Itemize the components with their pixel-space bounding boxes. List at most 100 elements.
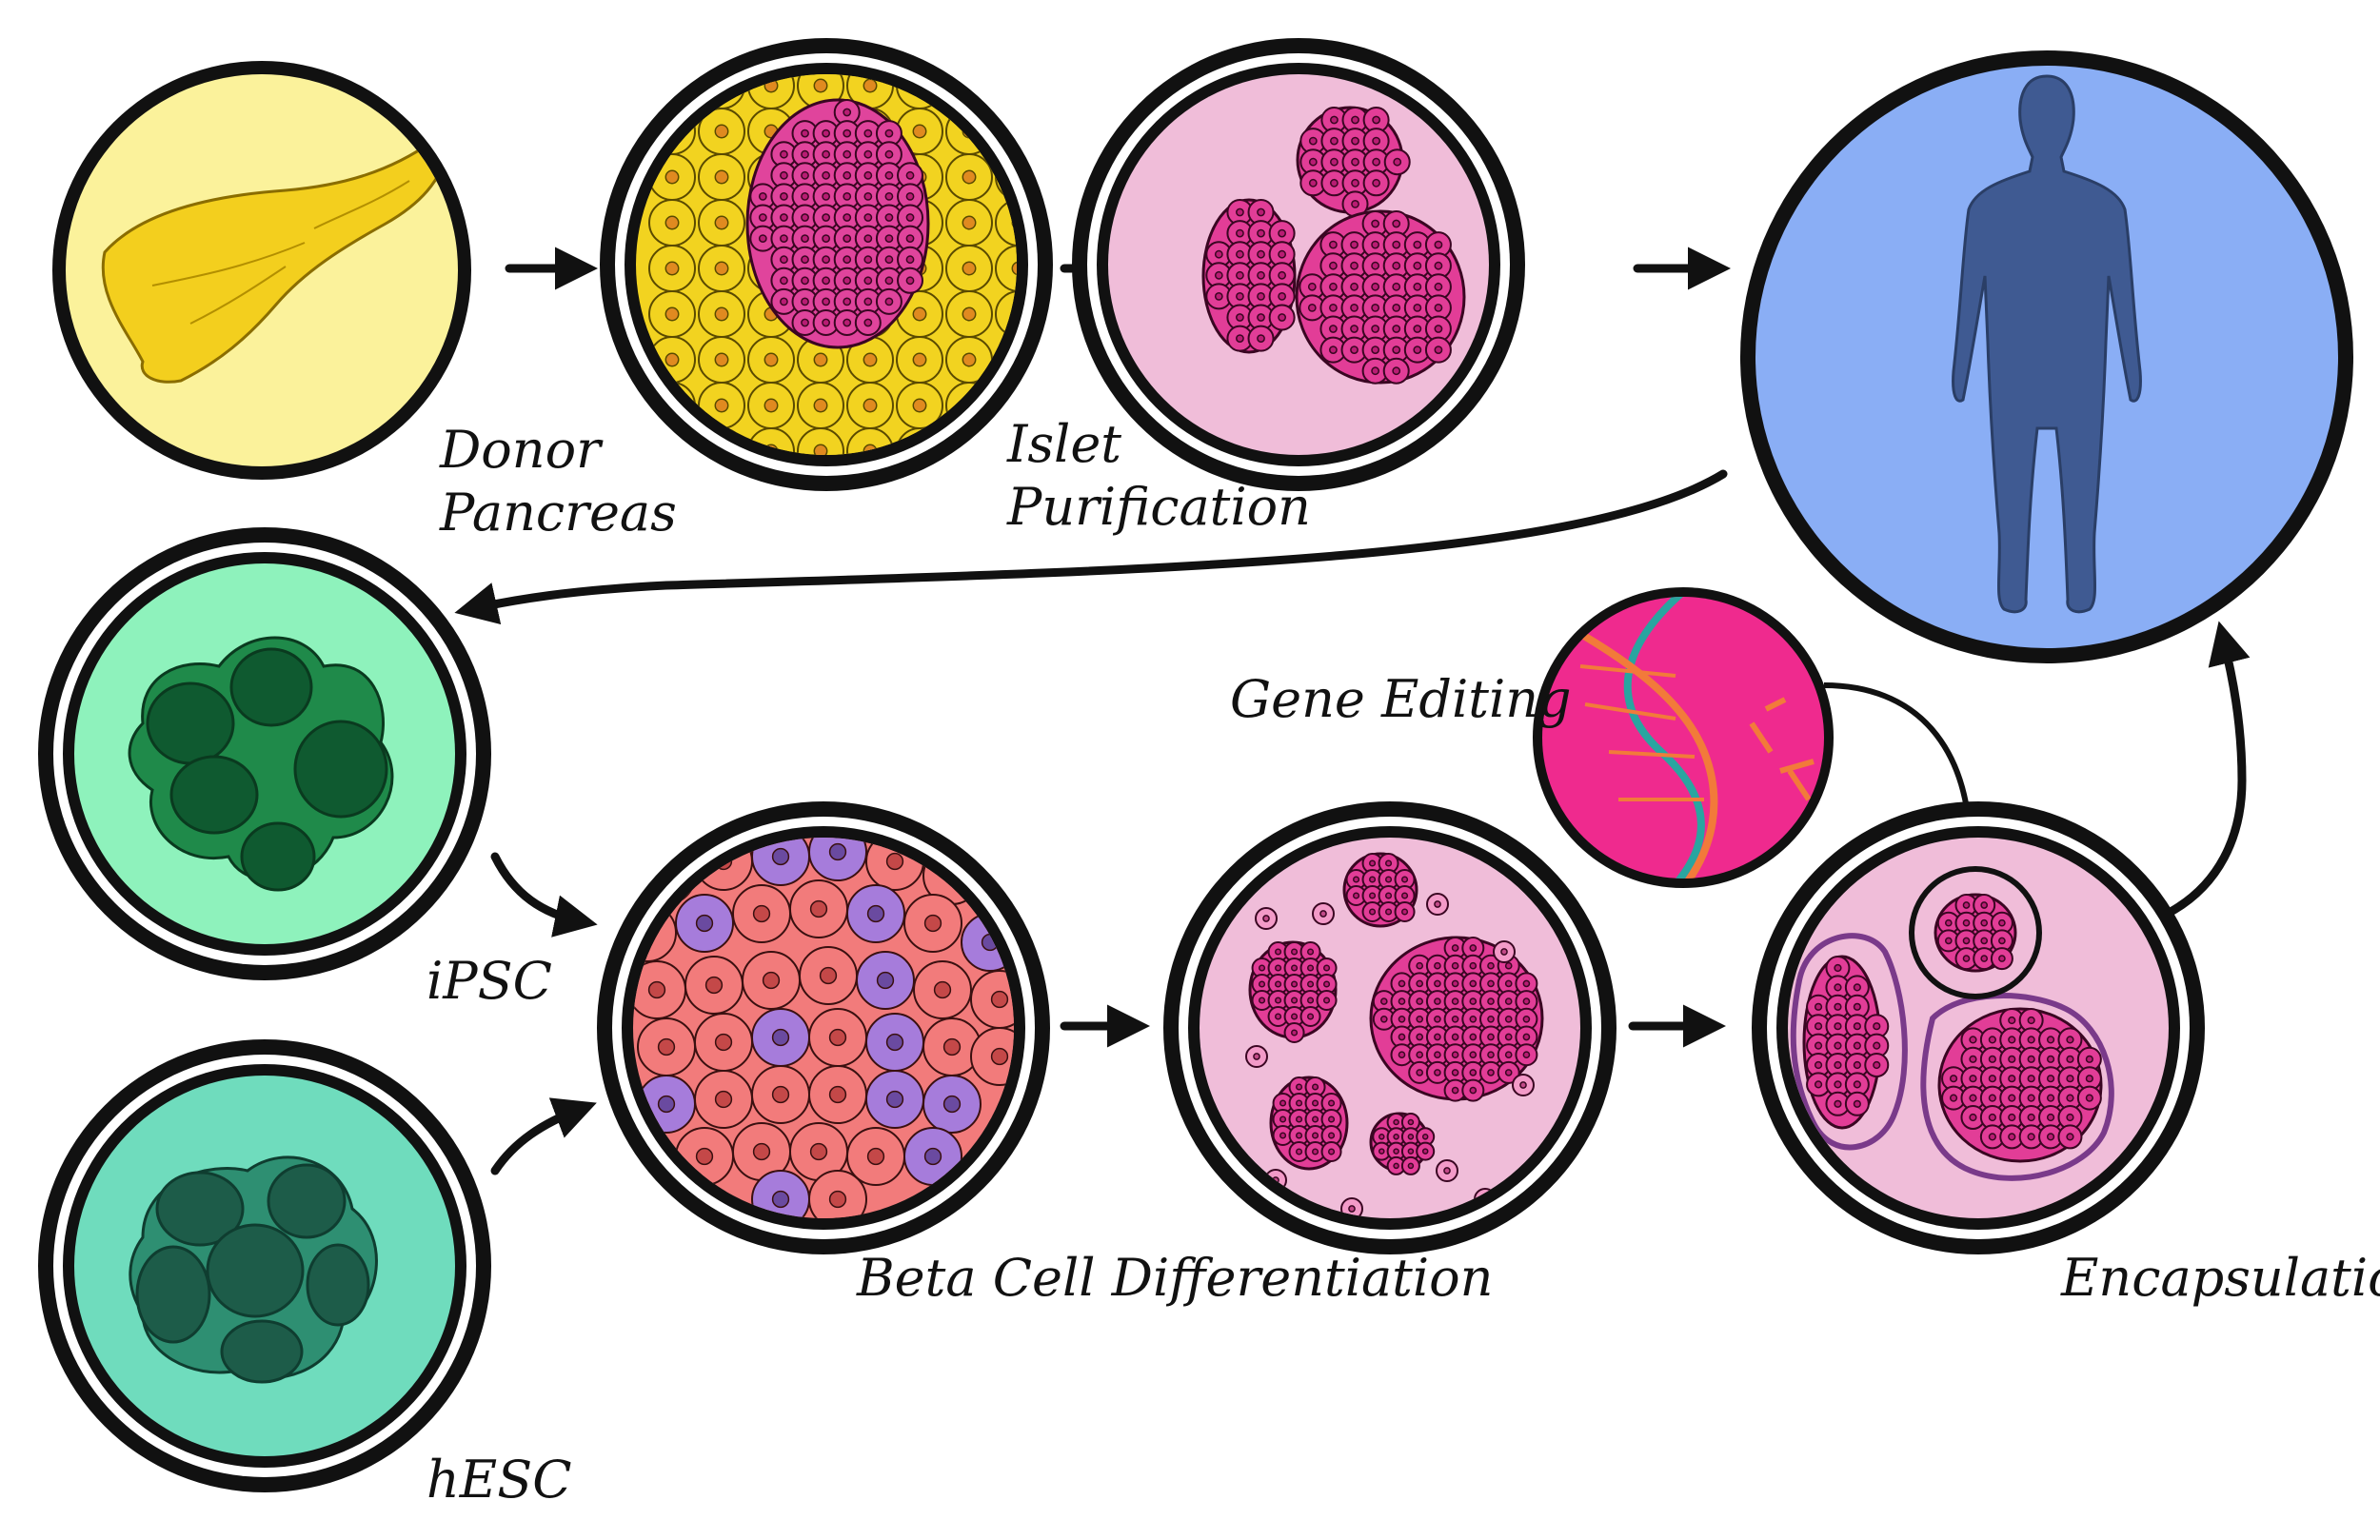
cell-nucleus — [2008, 1113, 2016, 1122]
cell-nucleus — [1944, 918, 1953, 927]
cell-nucleus — [1257, 207, 1265, 217]
cell-nucleus — [1369, 892, 1377, 899]
cell-nucleus — [780, 192, 788, 201]
cell-nucleus — [1291, 1029, 1299, 1037]
cell-nucleus — [828, 1190, 847, 1209]
cell-nucleus — [1949, 1075, 1958, 1083]
cell-nucleus — [822, 170, 831, 180]
cell-nucleus — [866, 1147, 885, 1166]
cell-nucleus — [1393, 1118, 1399, 1126]
cell-nucleus — [1307, 1013, 1315, 1020]
cell-nucleus — [2066, 1075, 2074, 1083]
cell-nucleus — [1296, 1116, 1303, 1123]
cell-nucleus — [1312, 1083, 1319, 1091]
cell-nucleus — [990, 1047, 1009, 1066]
cell-nucleus — [1853, 1002, 1861, 1011]
cell-nucleus — [1451, 944, 1459, 952]
cell-nucleus — [1392, 346, 1401, 354]
cell-nucleus — [1998, 918, 2006, 927]
cell-nucleus — [1504, 1051, 1513, 1059]
human-silhouette-icon — [1952, 74, 2142, 614]
cell-nucleus — [1969, 1094, 1977, 1102]
cell-nucleus — [1278, 313, 1287, 322]
cell-nucleus — [2046, 1113, 2055, 1122]
cell-nucleus — [822, 213, 831, 222]
cell-nucleus — [1522, 979, 1531, 988]
cell-nucleus — [933, 980, 952, 999]
cell-nucleus — [863, 170, 873, 180]
cell-nucleus — [822, 297, 831, 306]
cell-nucleus — [1275, 1013, 1282, 1020]
dna-helix-icon — [1569, 597, 1815, 879]
cell-nucleus — [1307, 964, 1315, 972]
cell-nucleus — [780, 297, 788, 306]
cell-nucleus — [905, 276, 915, 286]
cell-nucleus — [1279, 1099, 1287, 1107]
cell-nucleus — [801, 255, 809, 265]
cell-nucleus — [2085, 1094, 2093, 1102]
cell-nucleus — [780, 149, 788, 159]
cell-nucleus — [2008, 1036, 2016, 1044]
cell-nucleus — [1434, 261, 1443, 270]
cell-nucleus — [828, 1028, 847, 1047]
cell-nucleus — [1416, 979, 1424, 988]
cell-nucleus — [664, 215, 680, 230]
cell-nucleus — [1500, 948, 1508, 956]
cell-nucleus — [828, 842, 847, 861]
cell-nucleus — [863, 297, 873, 306]
cell-nucleus — [1487, 961, 1495, 970]
cell-nucleus — [1469, 1051, 1478, 1059]
cell-nucleus — [1487, 1015, 1495, 1023]
cell-nucleus — [876, 971, 895, 990]
cell-nucleus — [1278, 249, 1287, 259]
cell-nucleus — [1350, 261, 1359, 270]
cell-nucleus — [1392, 304, 1401, 312]
cell-nucleus — [1312, 1116, 1319, 1123]
beta-cell-differentiation-label: Beta Cell Differentiation — [857, 1248, 1494, 1308]
cell-nucleus — [1348, 1205, 1356, 1213]
cell-nucleus — [1469, 961, 1478, 970]
encapsulation-label: Encapsulation — [2061, 1248, 2380, 1308]
cell-nucleus — [780, 276, 788, 286]
cell-nucleus — [905, 234, 915, 243]
cell-nucleus — [813, 398, 828, 413]
cell-nucleus — [1853, 1041, 1861, 1050]
cell-nucleus — [1328, 1116, 1336, 1123]
cell-nucleus — [1323, 980, 1331, 988]
cell-nucleus — [1443, 1167, 1451, 1175]
cell-nucleus — [1969, 1075, 1977, 1083]
cell-nucleus — [1969, 1036, 1977, 1044]
cell-nucleus — [1214, 270, 1223, 280]
cell-nucleus — [1416, 1051, 1424, 1059]
cell-nucleus — [1278, 228, 1287, 238]
cell-nucleus — [780, 170, 788, 180]
cell — [995, 245, 1017, 292]
cell-nucleus — [1413, 282, 1422, 291]
cell-nucleus — [758, 192, 767, 201]
cell-nucleus — [1371, 325, 1380, 333]
cell-nucleus — [1522, 1051, 1531, 1059]
cell-nucleus — [809, 899, 828, 918]
cell-nucleus — [1307, 282, 1317, 291]
cell-nucleus — [664, 306, 680, 322]
cell-nucleus — [1980, 901, 1989, 909]
cell-nucleus — [1416, 1033, 1424, 1041]
cell-nucleus — [1214, 292, 1223, 301]
cell-nucleus — [2027, 1094, 2035, 1102]
cell-nucleus — [801, 276, 809, 286]
cell-nucleus — [1413, 346, 1422, 354]
cell-nucleus — [1392, 366, 1401, 376]
cell-nucleus — [822, 255, 831, 265]
cell-nucleus — [1353, 876, 1360, 883]
cell-nucleus — [1416, 961, 1424, 970]
cell-nucleus — [1236, 249, 1244, 259]
cell-nucleus — [1519, 1081, 1527, 1089]
cell-nucleus — [863, 192, 873, 201]
cell-nucleus — [1275, 964, 1282, 972]
cell-nucleus — [1296, 1099, 1303, 1107]
cell-nucleus — [1279, 1116, 1287, 1123]
cell-nucleus — [714, 261, 729, 276]
cell-nucleus — [912, 124, 927, 139]
cell-nucleus — [1236, 270, 1244, 280]
cell-nucleus — [813, 352, 828, 367]
